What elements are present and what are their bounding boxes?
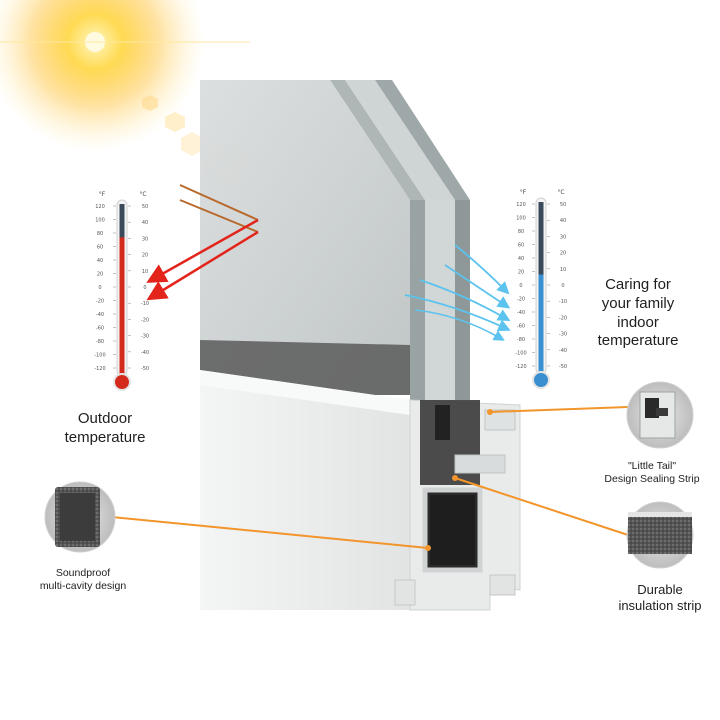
celsius-tick-label: -10	[559, 299, 567, 305]
fahrenheit-tick-label: -120	[94, 366, 105, 372]
fahrenheit-tick-label: 100	[516, 216, 526, 222]
celsius-tick-label: -50	[141, 366, 149, 372]
fahrenheit-tick-label: -100	[515, 351, 526, 357]
celsius-tick-label: 0	[561, 283, 564, 289]
celsius-tick-label: 0	[143, 285, 146, 291]
fahrenheit-tick-label: 40	[518, 256, 524, 262]
fahrenheit-tick-label: 100	[95, 218, 105, 224]
thermometer-mercury	[538, 274, 544, 372]
celsius-tick-label: -30	[141, 334, 149, 340]
celsius-unit: °C	[139, 191, 146, 198]
outdoor-temperature-label: Outdoor temperature	[64, 410, 146, 446]
detail-circle-insulation	[626, 501, 694, 569]
callout-lines	[111, 406, 629, 551]
celsius-tick-label: -40	[559, 348, 567, 354]
detail-circle-little-tail	[626, 381, 694, 449]
fahrenheit-tick-label: 120	[95, 204, 105, 210]
fahrenheit-tick-label: 20	[518, 270, 524, 276]
soundproof-label: Soundproof multi-cavity design	[39, 567, 127, 593]
fahrenheit-tick-label: 60	[97, 245, 103, 251]
fahrenheit-tick-label: -80	[96, 339, 104, 345]
celsius-tick-label: 20	[142, 253, 148, 259]
celsius-tick-label: -10	[141, 301, 149, 307]
thermometer-bulb	[532, 371, 550, 389]
celsius-tick-label: 50	[142, 204, 148, 210]
fahrenheit-tick-label: 60	[518, 243, 524, 249]
caring-label: Caring for your family indoor temperatur…	[597, 276, 679, 350]
fahrenheit-tick-label: -60	[517, 324, 525, 330]
celsius-tick-label: 20	[560, 251, 566, 257]
indoor-thermometer: °F°C120100806040200-20-40-60-80-100-1205…	[515, 189, 567, 389]
celsius-tick-label: -50	[559, 364, 567, 370]
fahrenheit-tick-label: -40	[96, 312, 104, 318]
fahrenheit-tick-label: -20	[517, 297, 525, 303]
fahrenheit-tick-label: -100	[94, 353, 105, 359]
airflow-arrows	[404, 244, 511, 341]
celsius-tick-label: 10	[142, 269, 148, 275]
thermometer-mercury	[119, 237, 125, 374]
celsius-tick-label: 30	[142, 236, 148, 242]
celsius-tick-label: -30	[559, 332, 567, 338]
heat-arrows	[146, 184, 259, 301]
celsius-tick-label: -40	[141, 350, 149, 356]
celsius-tick-label: 10	[560, 267, 566, 273]
fahrenheit-tick-label: 40	[97, 258, 103, 264]
outdoor-thermometer: °F°C120100806040200-20-40-60-80-100-1205…	[94, 191, 149, 391]
pvc-frame-profile	[200, 370, 521, 611]
celsius-tick-label: 40	[142, 220, 148, 226]
fahrenheit-tick-label: -80	[517, 337, 525, 343]
celsius-tick-label: 40	[560, 218, 566, 224]
celsius-unit: °C	[557, 189, 564, 196]
fahrenheit-unit: °F	[520, 189, 527, 196]
durable-insulation-label: Durable insulation strip	[618, 582, 702, 614]
detail-circle-soundproof	[44, 481, 116, 553]
fahrenheit-tick-label: -120	[515, 364, 526, 370]
fahrenheit-tick-label: -20	[96, 299, 104, 305]
fahrenheit-tick-label: -60	[96, 326, 104, 332]
fahrenheit-tick-label: 20	[97, 272, 103, 278]
fahrenheit-unit: °F	[99, 191, 106, 198]
celsius-tick-label: -20	[141, 317, 149, 323]
fahrenheit-tick-label: 80	[97, 231, 103, 237]
fahrenheit-tick-label: 0	[519, 283, 522, 289]
little-tail-label: "Little Tail" Design Sealing Strip	[604, 460, 700, 486]
fahrenheit-tick-label: 120	[516, 202, 526, 208]
thermometer-bulb	[113, 373, 131, 391]
celsius-tick-label: 50	[560, 202, 566, 208]
celsius-tick-label: -20	[559, 315, 567, 321]
double-glass-pane	[200, 80, 470, 400]
fahrenheit-tick-label: -40	[517, 310, 525, 316]
fahrenheit-tick-label: 80	[518, 229, 524, 235]
fahrenheit-tick-label: 0	[98, 285, 101, 291]
celsius-tick-label: 30	[560, 234, 566, 240]
